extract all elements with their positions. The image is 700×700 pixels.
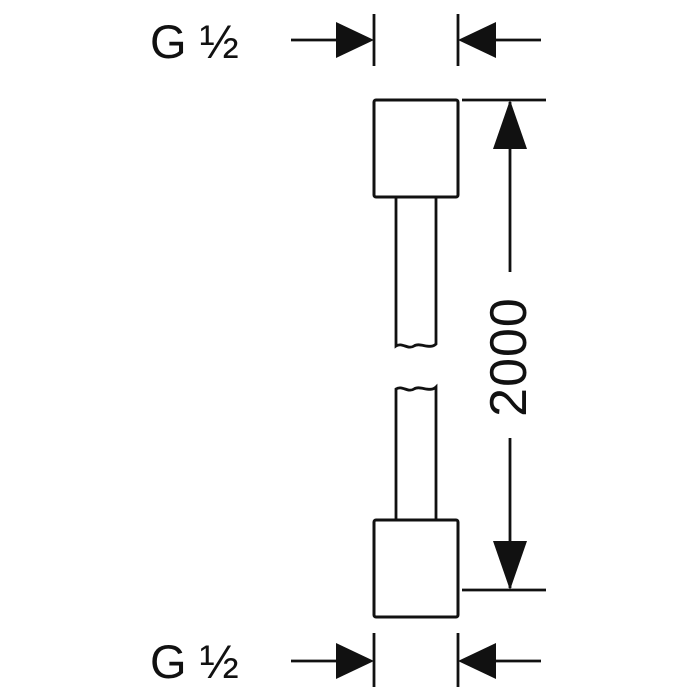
hose-tube-upper xyxy=(394,197,438,349)
length-dimension: 2000 xyxy=(462,98,546,592)
hose-top-fitting xyxy=(372,98,460,199)
dim-arrow-down-icon xyxy=(493,541,527,590)
bottom-thread-dimension: G ½ xyxy=(150,633,541,688)
top-thread-label: G ½ xyxy=(150,15,239,68)
hose xyxy=(372,98,460,619)
dim-arrow-left-icon xyxy=(458,22,496,58)
dim-arrow-up-icon xyxy=(493,100,527,149)
dim-arrow-left-icon xyxy=(458,643,496,679)
dim-arrow-right-icon xyxy=(336,643,374,679)
bottom-thread-label: G ½ xyxy=(150,635,239,688)
hose-bottom-fitting xyxy=(372,518,460,619)
hose-tube-lower xyxy=(394,383,438,521)
dim-arrow-right-icon xyxy=(336,22,374,58)
length-label: 2000 xyxy=(480,297,538,417)
top-thread-dimension: G ½ xyxy=(150,14,541,68)
